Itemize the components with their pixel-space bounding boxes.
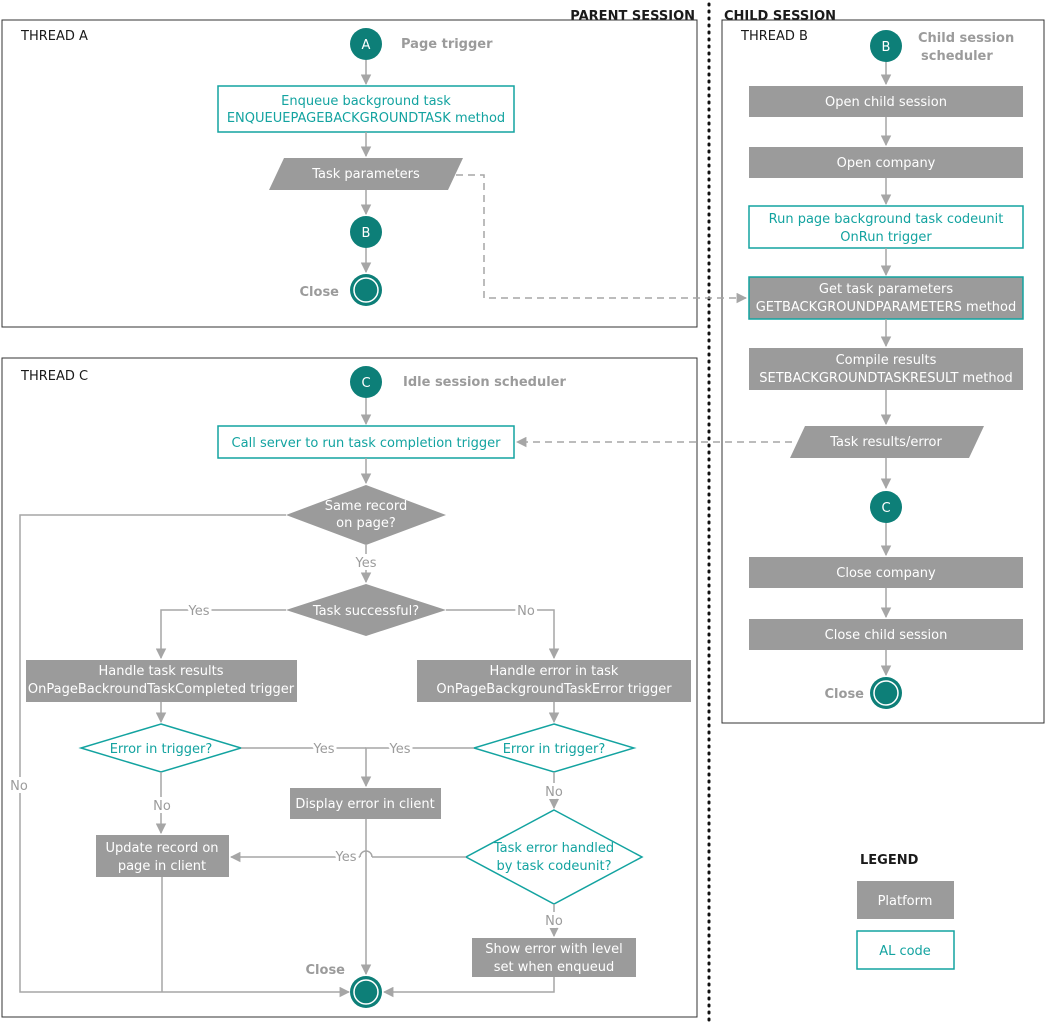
call-server-label: Call server to run task completion trigg… bbox=[232, 436, 502, 451]
thread-c-frame bbox=[1, 357, 698, 1018]
error-in-trigger-right-label: Error in trigger? bbox=[503, 742, 606, 757]
child-scheduler-line1: Child session bbox=[918, 31, 1014, 46]
task-results-shape bbox=[790, 426, 984, 458]
connector-a-start bbox=[350, 28, 382, 60]
thread-c-label: THREAD C bbox=[20, 369, 88, 384]
get-parameters-line2: GETBACKGROUNDPARAMETERS method bbox=[756, 300, 1017, 315]
legend-platform-label: Platform bbox=[878, 894, 933, 909]
legend-al-code-label: AL code bbox=[879, 944, 931, 959]
close-child-session-label: Close child session bbox=[825, 628, 948, 643]
close-terminal-b bbox=[870, 677, 902, 709]
idle-scheduler-label: Idle session scheduler bbox=[403, 375, 566, 390]
connector-b-start bbox=[870, 30, 902, 62]
run-codeunit-line2: OnRun trigger bbox=[840, 230, 932, 245]
task-successful-label: Task successful? bbox=[312, 604, 419, 619]
close-terminal-a-ring bbox=[353, 277, 379, 303]
get-parameters-box bbox=[748, 276, 1024, 320]
run-codeunit-line1: Run page background task codeunit bbox=[769, 212, 1004, 227]
error-handled-yes-label: Yes bbox=[335, 850, 357, 865]
enqueue-task-box bbox=[217, 85, 515, 133]
close-child-session-box bbox=[749, 619, 1023, 650]
thread-a-label: THREAD A bbox=[20, 29, 88, 44]
close-company-box bbox=[749, 557, 1023, 588]
run-codeunit-box bbox=[748, 205, 1024, 249]
same-record-no-label: No bbox=[10, 779, 28, 794]
child-scheduler-line2: scheduler bbox=[921, 49, 993, 64]
connector-c-end-label: C bbox=[881, 501, 890, 516]
update-record-box bbox=[96, 835, 229, 877]
same-record-line2: on page? bbox=[336, 516, 396, 531]
parent-session-label: PARENT SESSION bbox=[570, 9, 695, 24]
handle-error-line1: Handle error in task bbox=[490, 664, 619, 679]
handle-results-line1: Handle task results bbox=[98, 664, 223, 679]
right-trigger-yes-label: Yes bbox=[389, 742, 411, 757]
open-company-label: Open company bbox=[837, 156, 936, 171]
show-error-line2: set when enqueud bbox=[494, 960, 614, 975]
call-server-box bbox=[217, 425, 515, 459]
connector-c-start-label: C bbox=[361, 376, 370, 391]
handle-error-box bbox=[417, 660, 691, 702]
connector-b-start-label: B bbox=[882, 40, 891, 55]
connector-c-start bbox=[350, 366, 382, 398]
close-terminal-b-ring bbox=[873, 680, 899, 706]
show-error-line1: Show error with level bbox=[485, 942, 622, 957]
right-trigger-no-label: No bbox=[545, 785, 563, 800]
task-results-label: Task results/error bbox=[829, 435, 942, 450]
left-trigger-yes-label: Yes bbox=[313, 742, 335, 757]
error-handled-line2: by task codeunit? bbox=[496, 859, 611, 874]
display-error-label: Display error in client bbox=[295, 797, 434, 812]
same-record-line1: Same record bbox=[325, 499, 408, 514]
close-b-label: Close bbox=[825, 687, 865, 702]
handle-results-line2: OnPageBackroundTaskCompleted trigger bbox=[28, 682, 295, 697]
open-child-session-label: Open child session bbox=[825, 95, 947, 110]
task-successful-decision bbox=[286, 584, 446, 636]
open-child-session-box bbox=[749, 86, 1023, 117]
error-handled-decision bbox=[464, 809, 644, 905]
error-handled-no-label: No bbox=[545, 914, 563, 929]
thread-b-frame bbox=[721, 19, 1045, 724]
connector-b-end-label: B bbox=[362, 226, 371, 241]
legend-title: LEGEND bbox=[860, 853, 919, 868]
update-record-line2: page in client bbox=[118, 859, 206, 874]
show-error-box bbox=[472, 938, 636, 977]
handle-error-line2: OnPageBackgroundTaskError trigger bbox=[436, 682, 672, 697]
compile-results-line2: SETBACKGROUNDTASKRESULT method bbox=[759, 371, 1013, 386]
legend-al-code-swatch bbox=[856, 930, 955, 970]
close-terminal-a bbox=[350, 274, 382, 306]
get-parameters-line1: Get task parameters bbox=[819, 282, 953, 297]
close-a-label: Close bbox=[300, 285, 340, 300]
same-record-no-line bbox=[19, 514, 351, 998]
handle-results-box bbox=[26, 660, 297, 702]
thread-b-label: THREAD B bbox=[740, 29, 808, 44]
task-successful-yes-label: Yes bbox=[188, 604, 210, 619]
enqueue-task-line2: ENQUEUEPAGEBACKGROUNDTASK method bbox=[227, 111, 505, 126]
connector-b-end bbox=[350, 216, 382, 248]
same-record-yes-label: Yes bbox=[355, 556, 377, 571]
close-terminal-c-ring bbox=[353, 979, 379, 1005]
compile-results-line1: Compile results bbox=[836, 353, 937, 368]
connector-a-start-label: A bbox=[362, 38, 371, 53]
display-error-box bbox=[290, 788, 441, 819]
enqueue-task-line1: Enqueue background task bbox=[281, 94, 451, 109]
task-successful-no-label: No bbox=[517, 604, 535, 619]
close-terminal-c bbox=[350, 976, 382, 1008]
error-in-trigger-left-label: Error in trigger? bbox=[110, 742, 213, 757]
close-company-label: Close company bbox=[836, 566, 936, 581]
open-company-box bbox=[749, 147, 1023, 178]
update-record-line1: Update record on bbox=[105, 841, 218, 856]
task-parameters-label: Task parameters bbox=[311, 167, 420, 182]
same-record-decision bbox=[286, 485, 446, 545]
error-handled-line1: Task error handled bbox=[493, 841, 614, 856]
left-trigger-no-label: No bbox=[153, 799, 171, 814]
connector-c-end bbox=[870, 491, 902, 523]
child-session-label: CHILD SESSION bbox=[724, 9, 836, 24]
params-flow-line bbox=[456, 174, 748, 304]
page-trigger-label: Page trigger bbox=[401, 37, 493, 52]
close-c-label: Close bbox=[306, 963, 346, 978]
task-parameters-shape bbox=[269, 158, 463, 190]
thread-a-frame bbox=[1, 19, 698, 328]
compile-results-box bbox=[749, 348, 1023, 390]
legend-platform-swatch bbox=[857, 881, 954, 919]
